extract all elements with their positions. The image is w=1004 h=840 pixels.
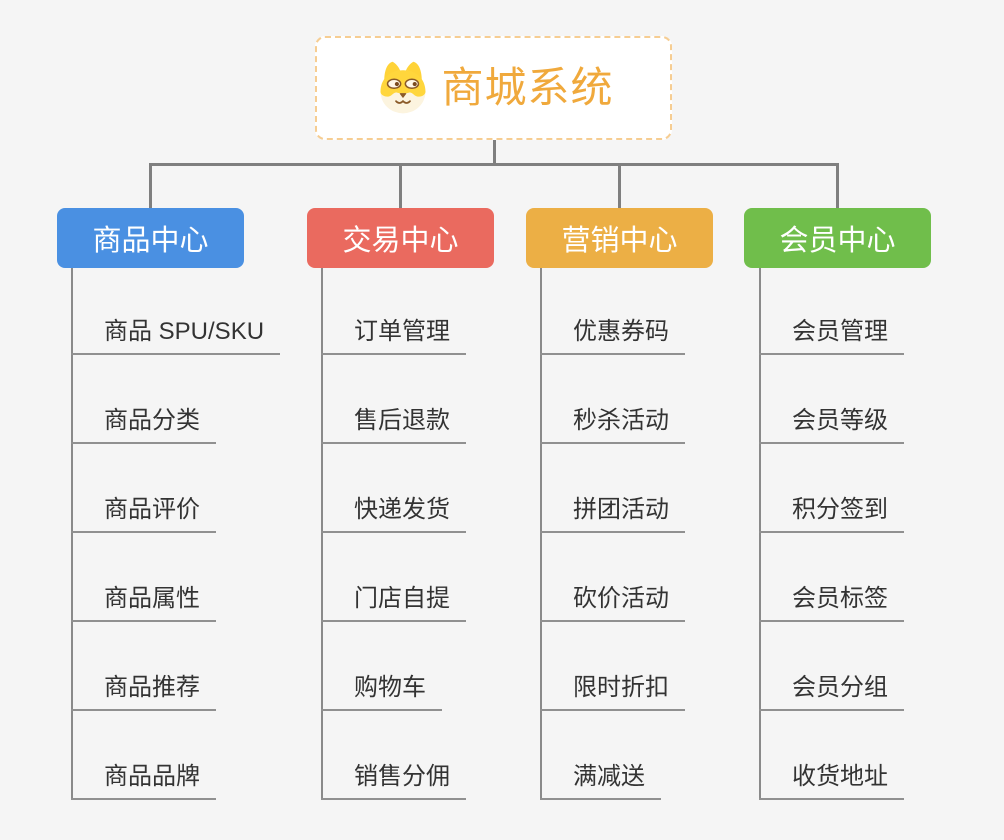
branch-node-trade-center[interactable]: 交易中心 [307,208,494,268]
mindmap-leaf[interactable]: 商品属性 [71,584,216,622]
mindmap-leaf[interactable]: 会员标签 [759,584,904,622]
mindmap-leaf[interactable]: 商品品牌 [71,762,216,800]
mindmap-leaf[interactable]: 收货地址 [759,762,904,800]
root-node[interactable]: 商城系统 [315,36,672,140]
mindmap-leaf[interactable]: 拼团活动 [540,495,685,533]
mindmap-leaf[interactable]: 优惠券码 [540,317,685,355]
mindmap-leaf[interactable]: 销售分佣 [321,762,466,800]
mindmap-leaf[interactable]: 快递发货 [321,495,466,533]
shiba-dog-icon [373,57,433,119]
mindmap-leaf[interactable]: 砍价活动 [540,584,685,622]
mindmap-leaf[interactable]: 商品 SPU/SKU [71,317,281,355]
mindmap-leaf[interactable]: 门店自提 [321,584,466,622]
mindmap-leaf[interactable]: 购物车 [321,673,442,711]
mindmap-leaf[interactable]: 秒杀活动 [540,406,685,444]
mindmap-leaf[interactable]: 会员等级 [759,406,904,444]
mindmap-leaf[interactable]: 商品推荐 [71,673,216,711]
mindmap-leaf[interactable]: 会员分组 [759,673,904,711]
mindmap-leaf[interactable]: 商品分类 [71,406,216,444]
mindmap-leaf[interactable]: 商品评价 [71,495,216,533]
branch-node-marketing-center[interactable]: 营销中心 [526,208,713,268]
mindmap-leaf[interactable]: 积分签到 [759,495,904,533]
mindmap-leaf[interactable]: 售后退款 [321,406,466,444]
root-title: 商城系统 [441,64,614,111]
branch-node-product-center[interactable]: 商品中心 [57,208,244,268]
mindmap-leaf[interactable]: 订单管理 [321,317,466,355]
mindmap-leaf[interactable]: 限时折扣 [540,673,685,711]
branch-node-member-center[interactable]: 会员中心 [744,208,931,268]
mindmap-leaf[interactable]: 满减送 [540,762,661,800]
mindmap-leaf[interactable]: 会员管理 [759,317,904,355]
